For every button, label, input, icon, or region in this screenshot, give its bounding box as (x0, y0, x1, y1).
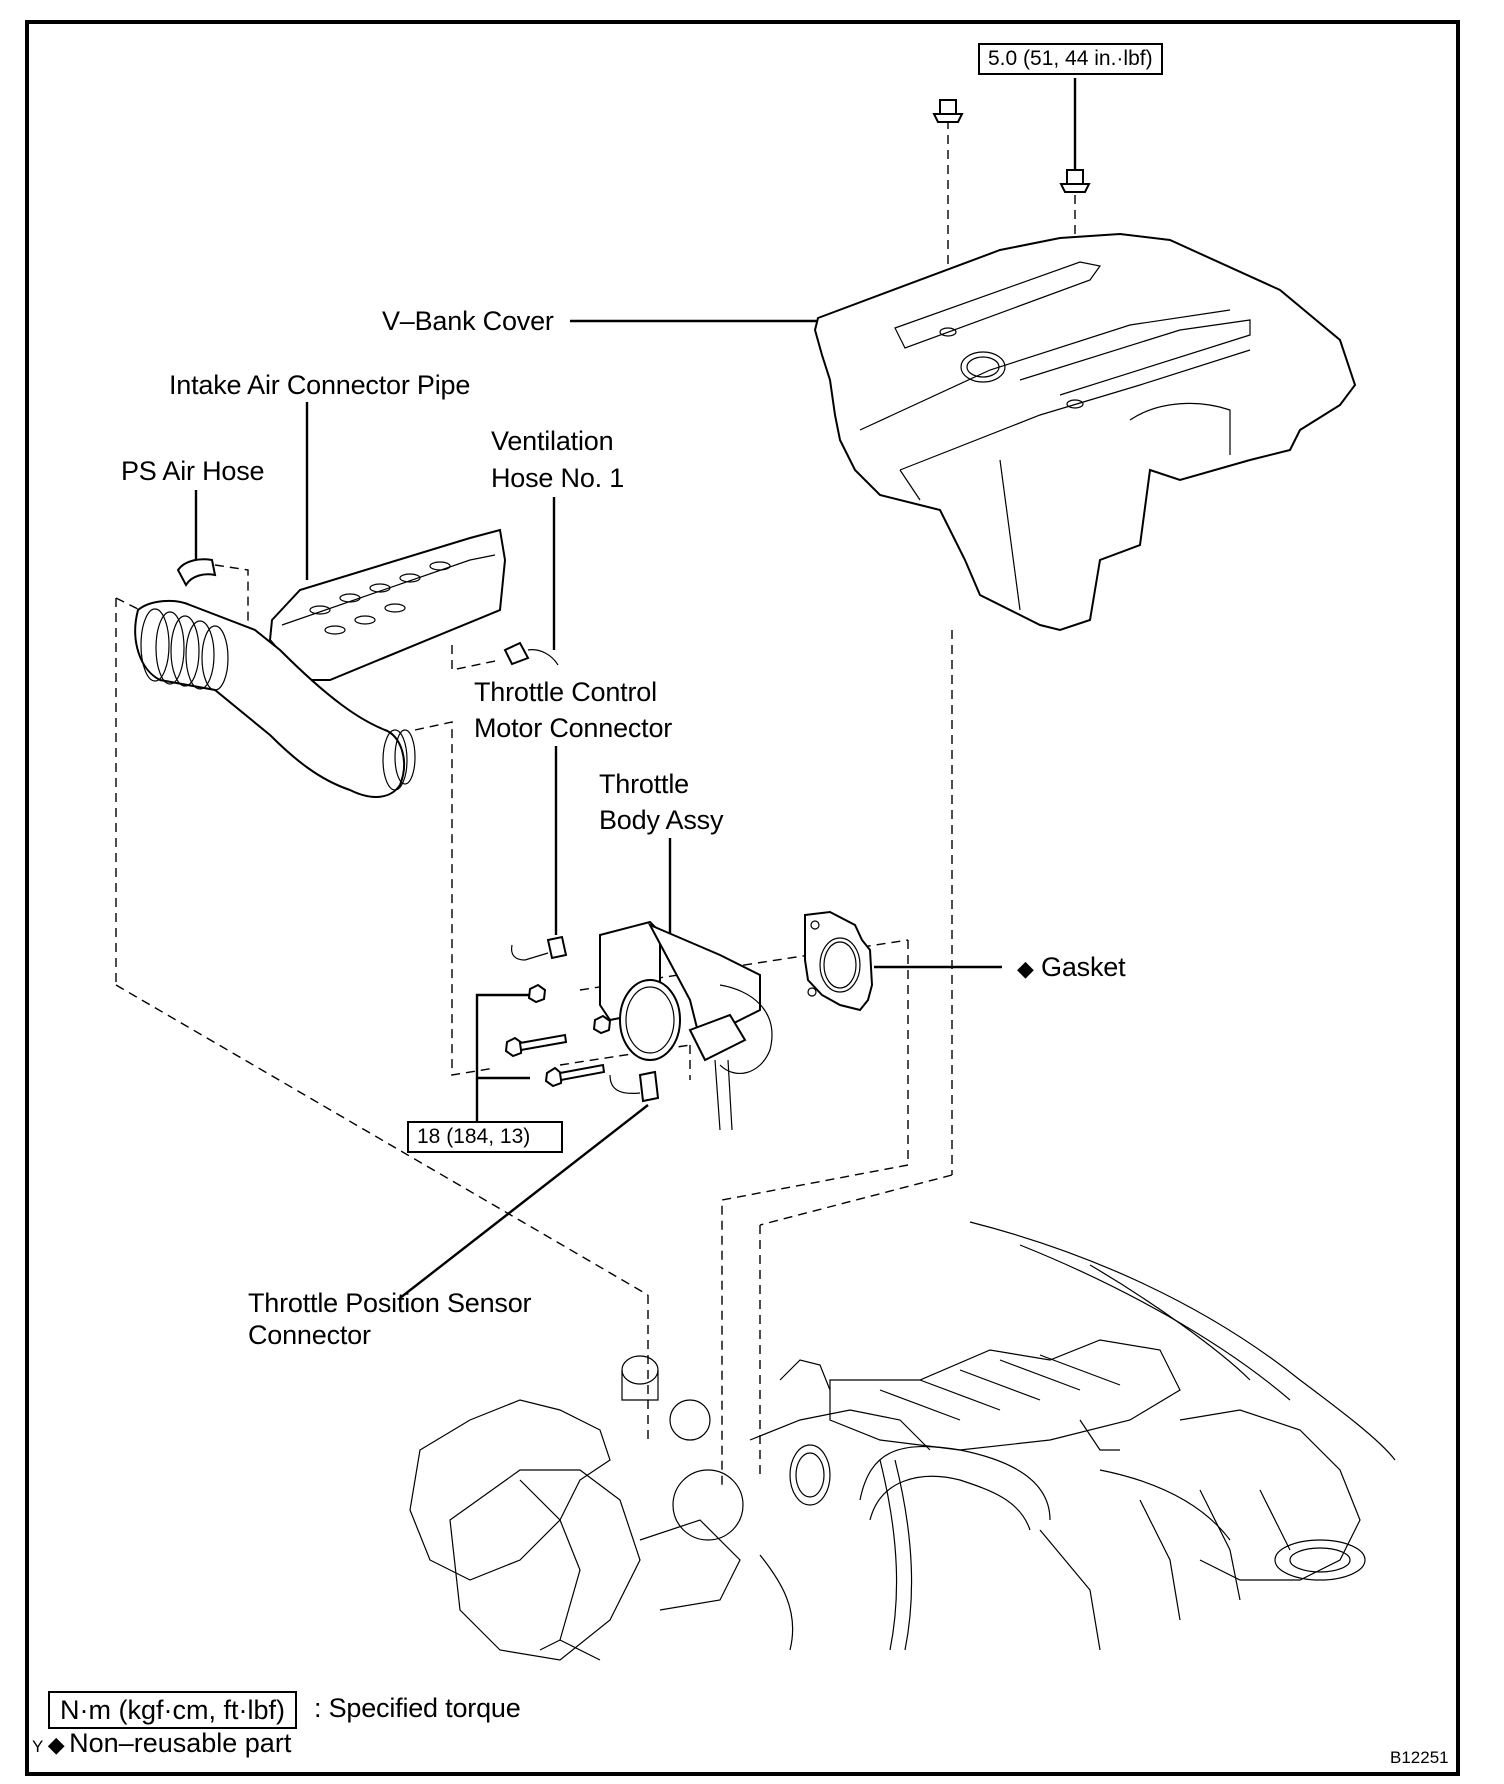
cover-nut-left (932, 99, 964, 123)
tps-connector-drawing (609, 1070, 660, 1103)
label-throttle-control-motor-connector-line1: Throttle Control (474, 677, 657, 707)
label-ps-air-hose: PS Air Hose (121, 456, 265, 486)
legend-torque-desc: : Specified torque (314, 1693, 521, 1723)
cover-nut-right (1059, 169, 1091, 193)
label-gasket-text: Gasket (1041, 952, 1126, 982)
throttle-body-fasteners (504, 983, 612, 1088)
label-throttle-control-motor-connector-line2: Motor Connector (474, 713, 673, 743)
legend-nonreusable-prefix: Y (32, 1737, 44, 1756)
leader-bolt-bracket (475, 993, 534, 1080)
intake-air-connector-pipe-drawing (134, 528, 559, 798)
engine-bay-drawing (409, 1221, 1396, 1661)
torque-spec-throttle-body-bolts: 18 (184, 13) (407, 1121, 563, 1153)
label-throttle-position-sensor-connector-line1: Throttle Position Sensor (248, 1288, 532, 1318)
label-intake-air-connector-pipe: Intake Air Connector Pipe (169, 370, 471, 400)
figure-id: B12251 (1390, 1748, 1449, 1767)
v-bank-cover-drawing (813, 232, 1357, 632)
nonreusable-diamond-icon: ◆ (1017, 956, 1034, 981)
label-throttle-body-assy-line2: Body Assy (599, 805, 724, 835)
label-ventilation-hose-line2: Hose No. 1 (491, 463, 625, 493)
diagram-border (25, 20, 1460, 1776)
label-ventilation-hose-line1: Ventilation (491, 426, 614, 456)
throttle-body-drawing (599, 920, 773, 1131)
legend-nonreusable: Y ◆ Non–reusable part (32, 1728, 291, 1759)
leader-lines (194, 78, 1077, 1299)
gasket-drawing (804, 910, 874, 1012)
label-throttle-body-assy-line1: Throttle (599, 769, 689, 799)
torque-spec-cover-nut: 5.0 (51, 44 in.·lbf) (978, 43, 1163, 75)
motor-connector-drawing (510, 935, 568, 961)
label-gasket: ◆ Gasket (1017, 951, 1126, 985)
label-v-bank-cover: V–Bank Cover (382, 306, 554, 336)
legend-torque-unit-box: N·m (kgf·cm, ft·lbf) (48, 1691, 297, 1729)
leader-tps-connector (399, 1104, 649, 1299)
label-throttle-position-sensor-connector-line2: Connector (248, 1320, 371, 1350)
legend-nonreusable-desc: Non–reusable part (69, 1728, 292, 1758)
nonreusable-diamond-icon: ◆ (47, 1732, 65, 1757)
